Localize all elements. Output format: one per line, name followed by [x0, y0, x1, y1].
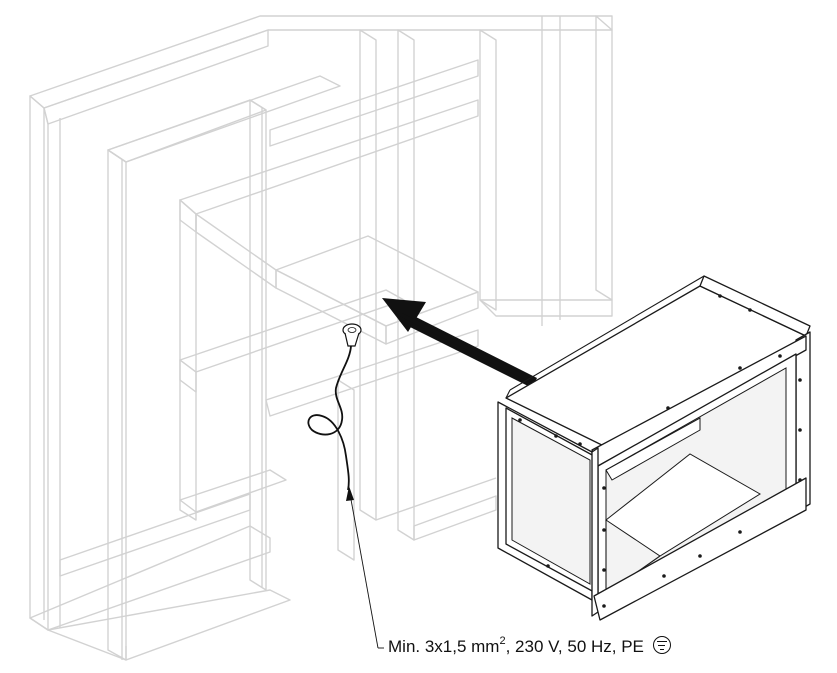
- power-plug: [342, 323, 362, 347]
- cable-spec-caption: Min. 3x1,5 mm2, 230 V, 50 Hz, PE: [388, 635, 671, 657]
- cable-spec-superscript: 2: [499, 635, 506, 648]
- power-cable: [307, 345, 352, 491]
- cable-spec-text-after: , 230 V, 50 Hz, PE: [505, 637, 644, 656]
- wall-stud-frame: [29, 15, 613, 661]
- installation-arrow: [382, 298, 537, 388]
- recessed-unit-box: [497, 275, 811, 621]
- cable-spec-text: Min. 3x1,5 mm: [388, 637, 500, 656]
- leader-line: [346, 486, 384, 649]
- protective-earth-icon: [652, 636, 671, 654]
